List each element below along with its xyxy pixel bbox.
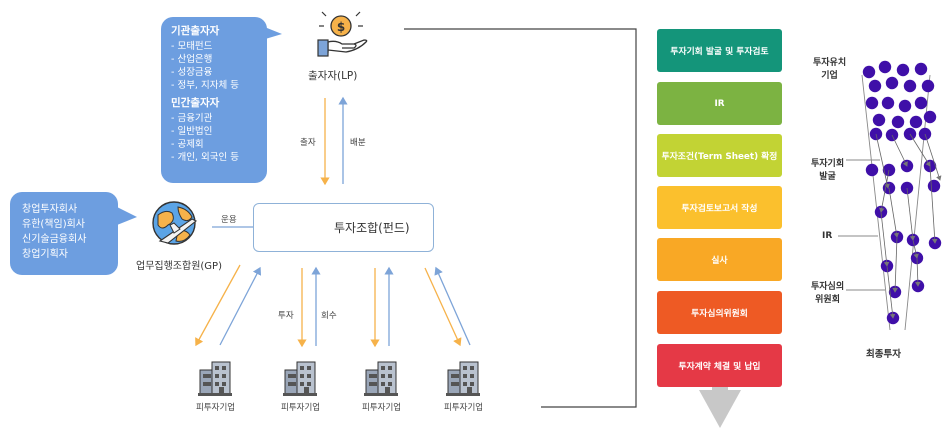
- distribution-label: 배분: [350, 138, 366, 148]
- institutional-investors-list: - 모태펀드 - 산업은행 - 성장금융 - 정부, 지자체 등: [171, 40, 257, 92]
- process-stage: 투자조건(Term Sheet) 확정: [657, 134, 782, 177]
- building-icon: [364, 361, 398, 396]
- process-stage: 투자기회 발굴 및 투자검토: [657, 29, 782, 72]
- institutional-investor-item: - 성장금융: [171, 67, 213, 78]
- funnel-arrow: [912, 239, 919, 259]
- lp-bubble-tail: [262, 26, 282, 40]
- funnel-arrow: [891, 134, 908, 167]
- building-icon: [198, 361, 232, 396]
- portfolio-company-label: 피투자기업: [281, 403, 321, 413]
- gp-type-item: 신기술금융회사: [22, 234, 87, 245]
- funnel-dot: [898, 99, 912, 113]
- funnel-dot: [885, 76, 899, 90]
- private-investor-item: - 개인, 외국인 등: [171, 152, 239, 163]
- process-stage: 투자검토보고서 작성: [657, 186, 782, 229]
- funnel-dot: [896, 63, 910, 77]
- institutional-investor-item: - 정부, 지자체 등: [171, 80, 239, 91]
- bracket-line: [404, 28, 637, 408]
- process-stage: IR: [657, 82, 782, 125]
- private-investor-item: - 일반법인: [171, 126, 213, 137]
- funnel-arrow: [924, 133, 942, 181]
- operation-label: 운용: [221, 215, 237, 225]
- private-investor-item: - 공제회: [171, 139, 204, 150]
- building-icon: [446, 361, 480, 396]
- funnel-arrow: [886, 265, 896, 319]
- funnel-dot: [868, 79, 882, 93]
- portfolio-company-label: 피투자기업: [444, 403, 484, 413]
- funnel-stage-label: 투자유치 기업: [813, 58, 847, 81]
- lp-investor-bubble: 기관출자자 - 모태펀드 - 산업은행 - 성장금융 - 정부, 지자체 등 민간출자…: [161, 17, 267, 183]
- funnel-arrow: [875, 133, 890, 189]
- funnel-stage-label: 투자심의 위원회: [811, 282, 845, 305]
- institutional-investors-title: 기관출자자: [171, 25, 220, 37]
- institutional-investor-item: - 모태펀드: [171, 41, 213, 52]
- gp-globe-plane-icon: [152, 201, 198, 245]
- funnel-dot: [878, 60, 892, 74]
- funnel-dot: [914, 62, 928, 76]
- funnel-arrow: [878, 169, 890, 213]
- funnel-dot: [872, 113, 886, 127]
- funnel-arrows: [875, 133, 942, 319]
- process-stage: 투자계약 체결 및 납입: [657, 344, 782, 387]
- lp-label: 출자자(LP): [308, 70, 358, 82]
- funnel-arrow: [880, 211, 890, 267]
- fund-label: 투자조합(펀드): [334, 221, 410, 235]
- svg-text:$: $: [337, 20, 345, 34]
- funnel-dot: [921, 79, 935, 93]
- final-investment-label: 최종투자: [866, 349, 901, 360]
- lp-hand-coin-icon: $: [317, 11, 368, 57]
- process-arrow-head: [699, 390, 741, 428]
- private-investors-list: - 금융기관 - 일반법인 - 공제회 - 개인, 외국인 등: [171, 112, 257, 164]
- funnel-arrow: [888, 187, 900, 238]
- building-icon: [283, 361, 317, 396]
- process-stage: 실사: [657, 238, 782, 281]
- private-investors-title: 민간출자자: [171, 97, 220, 109]
- funnel-arrow: [929, 165, 938, 244]
- gp-type-item: 유한(책임)회사: [22, 219, 86, 230]
- funnel-dot: [914, 96, 928, 110]
- funnel-dot: [927, 179, 941, 193]
- fund-box: 투자조합(펀드): [253, 203, 434, 252]
- portfolio-company-label: 피투자기업: [362, 403, 402, 413]
- funnel-dot: [903, 79, 917, 93]
- funnel-dot: [909, 115, 923, 129]
- funnel-arrow: [892, 236, 898, 293]
- gp-bubble-tail: [117, 207, 137, 225]
- gp-label: 업무집행조합원(GP): [136, 261, 222, 272]
- funnel-dot: [891, 115, 905, 129]
- invest-label: 투자: [278, 311, 294, 321]
- funnel-arrow: [909, 133, 931, 167]
- funnel-arrow: [915, 257, 921, 287]
- funnel-dot: [862, 65, 876, 79]
- institutional-investor-item: - 산업은행: [171, 54, 213, 65]
- funnel-dot: [923, 110, 937, 124]
- recover-label: 회수: [321, 311, 337, 321]
- gp-type-item: 창업기획자: [22, 249, 68, 260]
- funnel-arrow: [906, 187, 916, 241]
- portfolio-company-label: 피투자기업: [196, 403, 236, 413]
- process-stage: 투자심의위원회: [657, 291, 782, 334]
- funnel-dot: [865, 163, 879, 177]
- funnel-dot: [881, 96, 895, 110]
- funnel-dot: [865, 96, 879, 110]
- gp-type-item: 창업투자회사: [22, 204, 78, 215]
- funnel-stage-label: 투자기회 발굴: [811, 159, 845, 182]
- capital-label: 출자: [300, 138, 316, 148]
- funnel-stage-label: IR: [822, 231, 833, 241]
- private-investor-item: - 금융기관: [171, 113, 213, 124]
